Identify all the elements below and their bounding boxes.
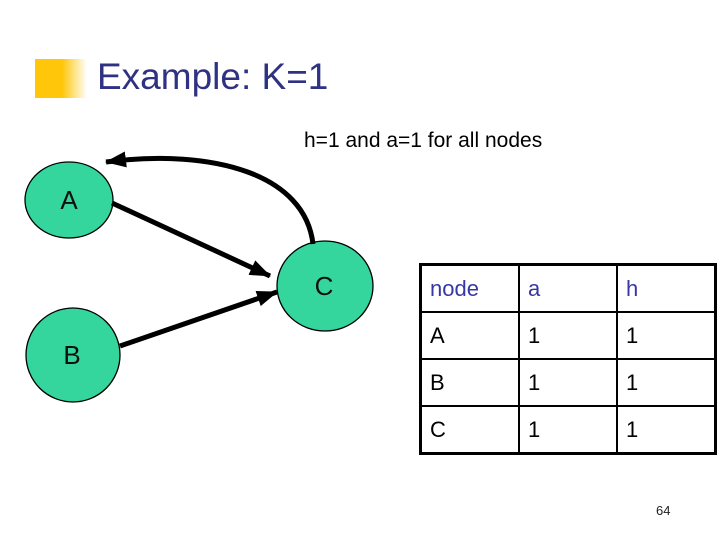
cell-h: 1 xyxy=(616,358,717,407)
slide-title: Example: K=1 xyxy=(97,56,329,97)
edge-c-to-a xyxy=(105,151,316,245)
cell-node: A xyxy=(419,311,520,360)
results-table: node a h A 1 1 B 1 1 C 1 1 xyxy=(419,263,717,455)
node-c-label: C xyxy=(315,271,334,301)
table-header-a: a xyxy=(518,263,618,313)
table-row: B 1 1 xyxy=(419,358,717,407)
page-number: 64 xyxy=(656,503,671,518)
table-header-node: node xyxy=(419,263,520,313)
cell-a: 1 xyxy=(518,311,618,360)
node-c xyxy=(276,240,374,332)
slide-subtitle: h=1 and a=1 for all nodes xyxy=(304,129,543,152)
cell-node: C xyxy=(419,405,520,455)
title-bullet-icon xyxy=(35,59,87,98)
cell-node: B xyxy=(419,358,520,407)
node-a-label: A xyxy=(60,185,78,215)
cell-a: 1 xyxy=(518,358,618,407)
table-header-h: h xyxy=(616,263,717,313)
node-b xyxy=(25,307,121,403)
table-row: A 1 1 xyxy=(419,311,717,360)
table-header-row: node a h xyxy=(419,263,717,313)
edge-a-to-c xyxy=(110,200,272,279)
table-row: C 1 1 xyxy=(419,405,717,455)
cell-h: 1 xyxy=(616,311,717,360)
node-a xyxy=(24,161,114,239)
node-b-label: B xyxy=(63,340,80,370)
edge-b-to-c xyxy=(119,289,278,349)
cell-h: 1 xyxy=(616,405,717,455)
cell-a: 1 xyxy=(518,405,618,455)
